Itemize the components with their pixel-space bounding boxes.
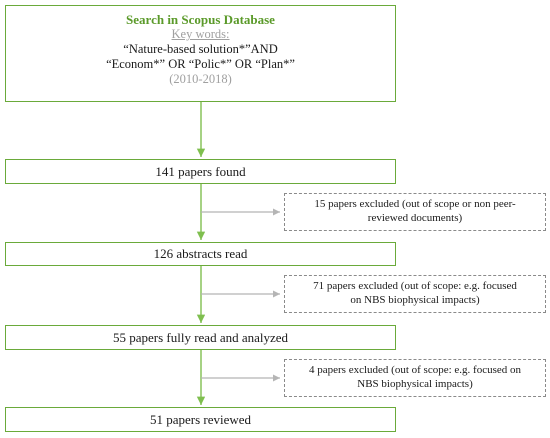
step-label: 55 papers fully read and analyzed [112, 329, 289, 345]
step-fully-read: 55 papers fully read and analyzed [5, 325, 396, 350]
step-reviewed: 51 papers reviewed [5, 407, 396, 432]
exclusion-box-3: 4 papers excluded (out of scope: e.g. fo… [284, 359, 546, 397]
exclusion-line-1: 71 papers excluded (out of scope: e.g. f… [313, 280, 517, 292]
exclusion-box-1: 15 papers excluded (out of scope or non … [284, 193, 546, 231]
exclusion-line-1: 15 papers excluded (out of scope or non … [314, 198, 516, 210]
exclusion-line-2: on NBS biophysical impacts) [350, 294, 480, 306]
step-label: 126 abstracts read [153, 246, 248, 261]
step-label: 51 papers reviewed [149, 411, 252, 427]
exclusion-box-2: 71 papers excluded (out of scope: e.g. f… [284, 275, 546, 313]
exclusion-line-2: reviewed documents) [367, 212, 463, 224]
step-abstracts-read: 126 abstracts read [5, 242, 396, 266]
step-papers-found: 141 papers found [5, 159, 396, 184]
exclusion-line-1: 4 papers excluded (out of scope: e.g. fo… [309, 364, 521, 376]
step-label: 141 papers found [155, 163, 246, 179]
keywords-line-2: “Econom*” OR “Polic*” OR “Plan*” [106, 57, 295, 71]
keywords-line-1: “Nature-based solution*”AND [123, 42, 278, 56]
exclusion-line-2: NBS biophysical impacts) [357, 378, 473, 390]
search-box: Search in Scopus Database Key words: “Na… [5, 5, 396, 102]
years-range: (2010-2018) [169, 72, 232, 86]
search-title: Search in Scopus Database [126, 12, 275, 27]
keywords-label: Key words: [171, 27, 230, 41]
